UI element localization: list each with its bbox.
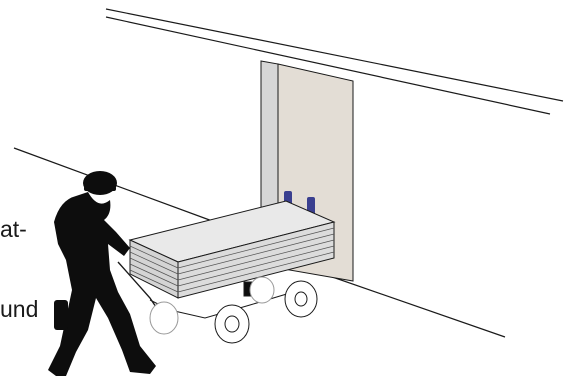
illustration-stage: at- und xyxy=(0,0,572,383)
worker-cart-door-illustration xyxy=(0,0,572,383)
